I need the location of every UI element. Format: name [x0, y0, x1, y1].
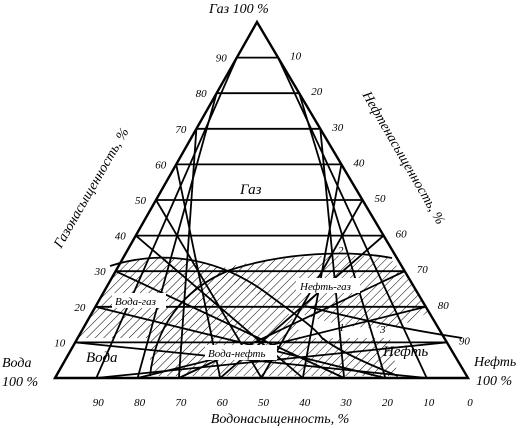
axis-label-water: Водонасыщенность, % — [211, 412, 349, 427]
tick-oil-60: 60 — [396, 229, 408, 241]
curve-number-1: 1 — [339, 322, 345, 334]
triangle-outline — [52, 19, 471, 380]
boundary-curve-oil — [149, 252, 393, 377]
boundary-curve-3 — [304, 305, 463, 339]
box-water-oil — [205, 345, 277, 360]
tick-water-10: 10 — [423, 397, 435, 409]
vertex-label-water-percent: 100 % — [2, 375, 38, 390]
tick-water-40: 40 — [299, 397, 311, 409]
box-oil-gas — [296, 278, 360, 293]
tick-oil-20: 20 — [311, 86, 323, 98]
curve-number-3: 3 — [379, 324, 386, 336]
tick-water-30: 30 — [340, 397, 353, 409]
region-label-oil: Нефть — [382, 344, 428, 360]
tick-water-80: 80 — [134, 397, 146, 409]
ticks-water: 90 80 70 60 50 40 30 20 10 0 — [93, 397, 473, 409]
tick-gas-40: 40 — [115, 231, 127, 243]
triangle-grid — [75, 56, 447, 379]
tick-gas-20: 20 — [74, 302, 86, 314]
tick-water-20: 20 — [382, 397, 394, 409]
tick-oil-10: 10 — [290, 51, 302, 63]
region-label-water: Вода — [86, 350, 118, 366]
grid-line-oil-9 — [75, 341, 427, 379]
region-label-water-gas: Вода-газ — [115, 296, 156, 308]
box-water-gas — [112, 293, 166, 308]
grid-line-water-8 — [298, 92, 387, 379]
grid-line-water-6 — [301, 164, 343, 379]
curve-number-2: 2 — [338, 245, 344, 257]
tick-oil-50: 50 — [375, 193, 387, 205]
tick-oil-40: 40 — [353, 157, 365, 169]
vertex-label-water: Вода — [2, 356, 31, 371]
vertex-label-oil-percent: 100 % — [476, 374, 512, 389]
tick-gas-10: 10 — [54, 337, 66, 349]
region-label-gas: Газ — [239, 182, 262, 198]
tick-water-90: 90 — [93, 397, 105, 409]
tick-oil-70: 70 — [417, 264, 429, 276]
tick-gas-70: 70 — [175, 124, 187, 136]
boundary-curve-water-gas — [109, 256, 399, 377]
grid-line-oil-7 — [115, 270, 345, 379]
tick-water-60: 60 — [217, 397, 229, 409]
vertex-label-gas: Газ 100 % — [208, 2, 269, 17]
tick-gas-90: 90 — [216, 53, 228, 65]
tick-water-70: 70 — [175, 397, 187, 409]
grid-line-oil-8 — [95, 305, 386, 379]
grid-line-water-9 — [277, 57, 428, 379]
tick-gas-80: 80 — [196, 88, 208, 100]
tick-oil-30: 30 — [331, 122, 344, 134]
ticks-oil: 10 20 30 40 50 60 70 80 90 — [290, 51, 470, 348]
tick-gas-60: 60 — [155, 159, 167, 171]
tick-water-50: 50 — [258, 397, 270, 409]
vertex-label-oil: Нефть — [473, 355, 516, 370]
tick-gas-30: 30 — [94, 266, 107, 278]
tick-gas-50: 50 — [135, 195, 147, 207]
ticks-gas: 10 20 30 40 50 60 70 80 90 — [54, 53, 227, 350]
tick-oil-90: 90 — [459, 335, 471, 347]
region-label-water-oil: Вода-нефть — [208, 348, 265, 360]
axis-label-oil: Нефтенасыщенность, % — [358, 88, 447, 227]
tick-oil-80: 80 — [438, 300, 450, 312]
region-label-oil-gas: Нефть-газ — [299, 281, 351, 293]
tick-water-0: 0 — [467, 397, 473, 409]
